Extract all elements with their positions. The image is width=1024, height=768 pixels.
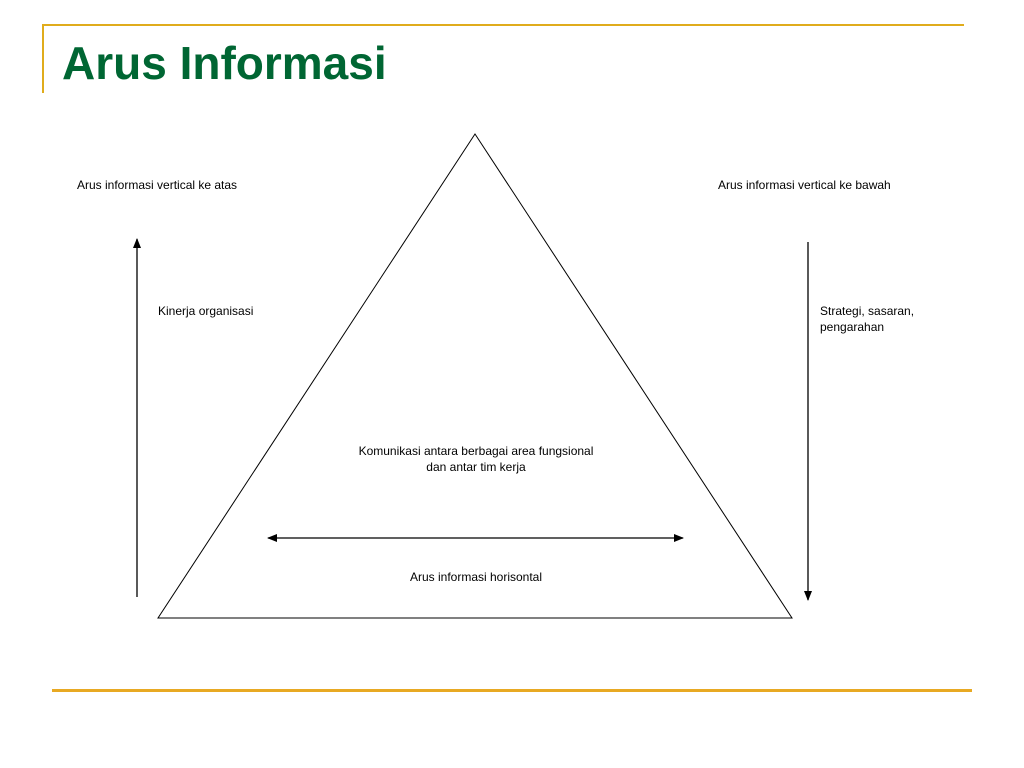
slide-title: Arus Informasi xyxy=(62,37,387,89)
downward-flow-label: Arus informasi vertical ke bawah xyxy=(718,178,891,192)
communication-label-line2: dan antar tim kerja xyxy=(426,460,526,474)
strategy-label: Strategi, sasaran, pengarahan xyxy=(820,303,914,335)
accent-line-top xyxy=(42,24,964,26)
organization-triangle xyxy=(157,133,793,619)
upward-flow-label: Arus informasi vertical ke atas xyxy=(77,178,238,192)
accent-line-left xyxy=(42,25,44,93)
org-performance-label: Kinerja organisasi xyxy=(158,304,254,318)
accent-line-bottom xyxy=(52,689,972,692)
strategy-label-line2: pengarahan xyxy=(820,320,885,334)
strategy-label-line1: Strategi, sasaran, xyxy=(820,304,915,318)
communication-label: Komunikasi antara berbagai area fungsion… xyxy=(326,443,626,475)
horizontal-flow-label: Arus informasi horisontal xyxy=(409,570,543,584)
communication-label-line1: Komunikasi antara berbagai area fungsion… xyxy=(358,444,594,458)
